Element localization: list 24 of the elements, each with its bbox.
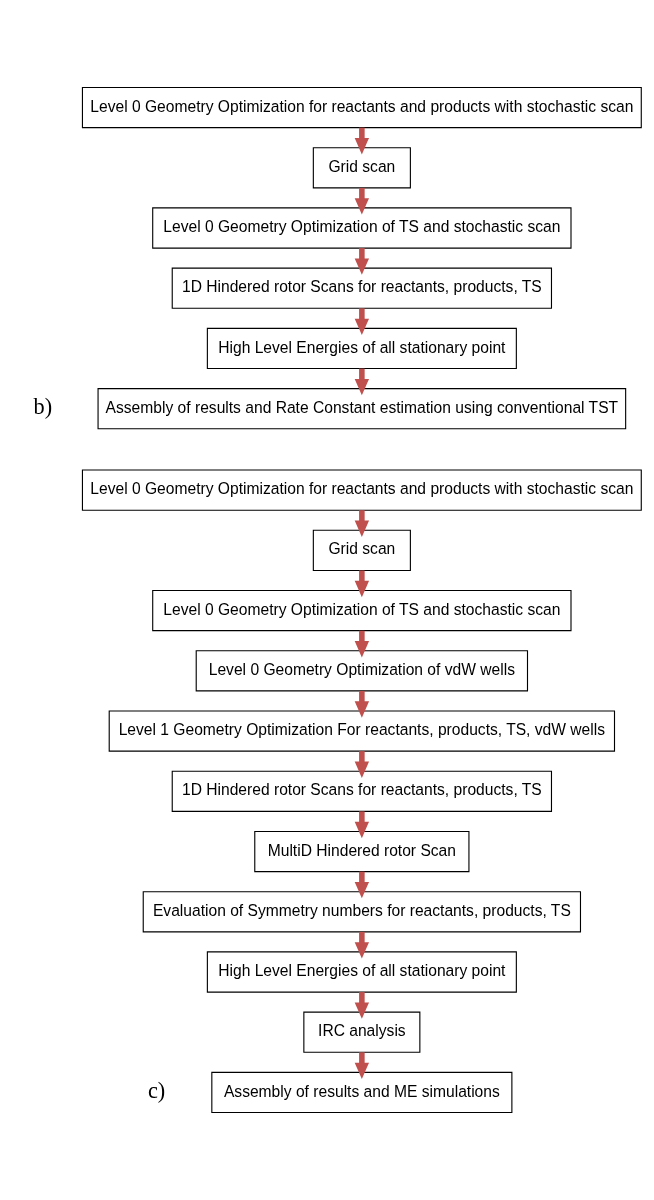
node-box: 1D Hindered rotor Scans for reactants, products, TS bbox=[171, 267, 553, 309]
node-box: IRC analysis bbox=[303, 1011, 421, 1053]
node-box: Level 0 Geometry Optimization for reactants and products with stochastic scan bbox=[81, 469, 642, 511]
node-box: High Level Energies of all stationary point bbox=[206, 327, 517, 370]
node-box: High Level Energies of all stationary point bbox=[206, 951, 517, 993]
node-box: Grid scan bbox=[312, 529, 411, 571]
node-box: Level 1 Geometry Optimization For reactants, products, TS, vdW wells bbox=[108, 710, 616, 752]
arrow bbox=[354, 510, 370, 537]
label: b) bbox=[33, 394, 53, 420]
arrow bbox=[354, 811, 370, 839]
node-box: Level 0 Geometry Optimization of TS and stochastic scan bbox=[152, 589, 572, 632]
arrow bbox=[354, 570, 370, 598]
node-box: Evaluation of Symmetry numbers for reactants, products, TS bbox=[142, 891, 582, 933]
arrow bbox=[354, 1052, 370, 1080]
node-box: Assembly of results and ME simulations bbox=[211, 1071, 513, 1114]
node-box: Grid scan bbox=[312, 147, 411, 189]
node-box: Level 0 Geometry Optimization of TS and stochastic scan bbox=[152, 207, 572, 249]
node-box: Level 0 Geometry Optimization of vdW wells bbox=[195, 650, 529, 692]
node-box: 1D Hindered rotor Scans for reactants, products, TS bbox=[171, 770, 553, 812]
node-box: Level 0 Geometry Optimization for reactants and products with stochastic scan bbox=[81, 86, 642, 129]
node-box: MultiD Hindered rotor Scan bbox=[254, 830, 470, 873]
label: c) bbox=[147, 1078, 166, 1104]
node-box: Assembly of results and Rate Constant estimation using conventional TST bbox=[97, 388, 627, 430]
arrow bbox=[354, 308, 370, 336]
